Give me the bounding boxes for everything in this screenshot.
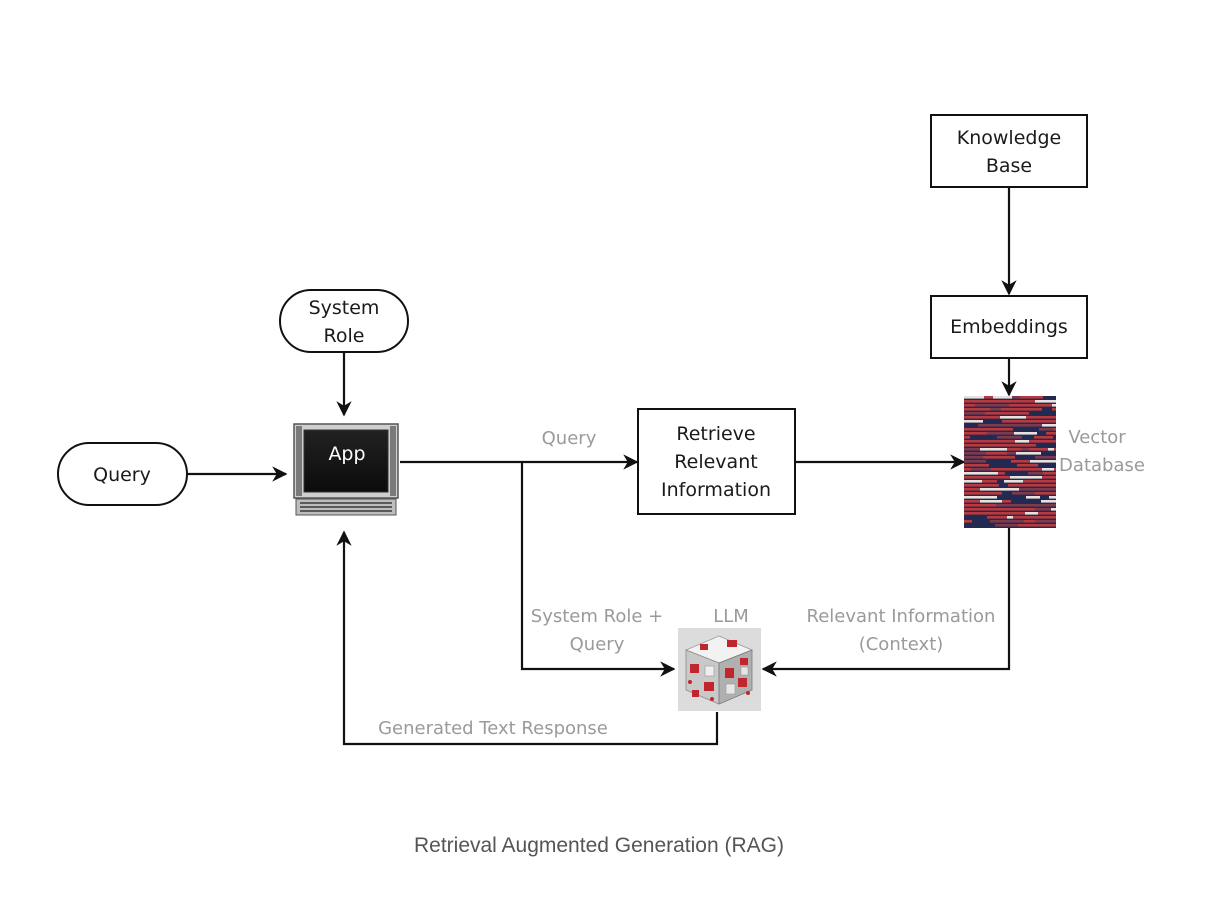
cube-icon: [678, 628, 761, 711]
embeddings-label: Embeddings: [950, 316, 1068, 338]
embeddings-node: Embeddings: [930, 295, 1088, 359]
computer-terminal-icon: [293, 423, 399, 516]
connectors: [187, 188, 1017, 746]
query-pill: [57, 442, 188, 506]
retrieve-label-line3: Information: [661, 479, 771, 501]
edge-label-generated-response: Generated Text Response: [378, 718, 608, 739]
vector-db-node: Vector Database: [964, 396, 1145, 528]
edge-label-context-line1: Relevant Information: [807, 606, 996, 627]
branch-to-llm-arrow: [520, 462, 676, 677]
app-label: App: [328, 443, 365, 465]
knowledge-base-label-line2: Base: [986, 155, 1032, 177]
edge-label-context-line2: (Context): [859, 634, 944, 655]
system-role-node: System Role: [279, 289, 409, 353]
edge-label-query: Query: [542, 428, 597, 449]
figure-caption: Retrieval Augmented Generation (RAG): [414, 834, 784, 857]
vector-to-llm-arrow: [761, 528, 1011, 677]
app-screen: [303, 429, 389, 493]
llm-node: LLM: [678, 606, 761, 711]
retrieve-box: [637, 408, 796, 515]
knowledge-base-box: [930, 114, 1088, 188]
knowledge-base-node: Knowledge Base: [930, 114, 1088, 188]
system-role-label-line2: Role: [324, 325, 365, 347]
vector-db-label-line1: Vector: [1068, 427, 1126, 448]
retrieve-label-line2: Relevant: [674, 451, 757, 473]
retrieve-label-line1: Retrieve: [676, 423, 755, 445]
app-node: App: [293, 423, 399, 516]
query-node-label: Query: [93, 464, 151, 486]
query-node: Query: [57, 442, 188, 506]
edge-label-system-role-query-line2: Query: [570, 634, 625, 655]
vector-stripes-icon: [964, 396, 1056, 528]
edge-label-system-role-query-line1: System Role +: [531, 606, 663, 627]
keyboard-keys: [300, 502, 392, 512]
llm-label: LLM: [713, 606, 749, 627]
embeddings-box: [930, 295, 1088, 359]
vector-db-label-line2: Database: [1059, 455, 1145, 476]
llm-to-app-arrow: [336, 530, 719, 746]
retrieve-node: Retrieve Relevant Information: [637, 408, 796, 515]
system-role-label-line1: System: [309, 297, 380, 319]
knowledge-base-label-line1: Knowledge: [957, 127, 1061, 149]
system-role-pill: [279, 289, 409, 353]
